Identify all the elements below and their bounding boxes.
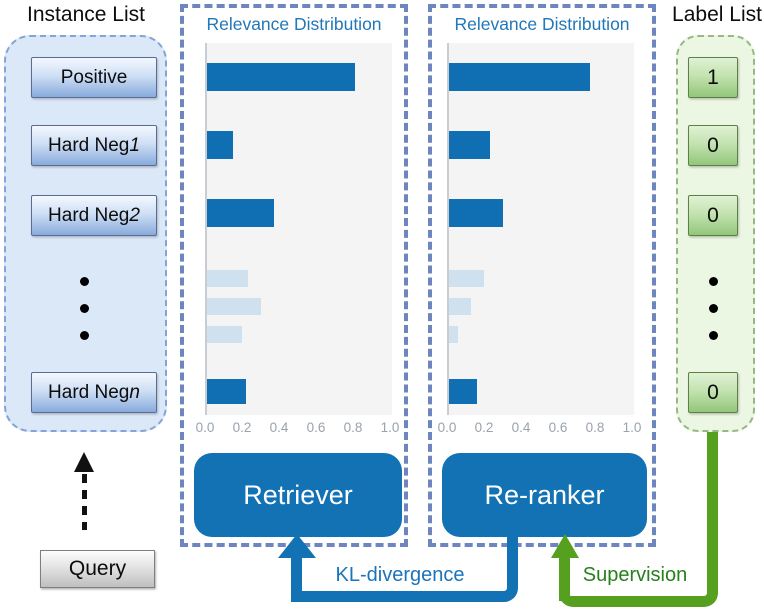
label-value: 0 [707, 133, 719, 157]
label-item-2: 0 [688, 125, 738, 166]
dot-icon [80, 304, 89, 313]
label-item-3: 0 [688, 195, 738, 236]
instance-item-hard-neg-2: Hard Neg 2 [31, 195, 157, 236]
kl-divergence-arrow-shaft [291, 556, 302, 601]
query-arrow-head-icon [74, 452, 94, 472]
retriever-label: Retriever [243, 479, 353, 510]
relevance-bar [207, 63, 355, 91]
instance-item-label: Hard Neg [48, 381, 130, 403]
supervision-path [559, 432, 718, 607]
x-tick-label: 0.8 [343, 420, 363, 435]
relevance-bar [449, 63, 590, 91]
x-tick-label: 1.0 [622, 420, 642, 435]
supervision-arrow-shaft [559, 556, 570, 601]
relevance-bar [449, 298, 471, 315]
instance-item-label: Hard Neg [48, 204, 130, 226]
query-box: Query [40, 550, 155, 588]
instance-item-hard-neg-n: Hard Neg n [31, 372, 157, 413]
label-ellipsis-dots [709, 277, 718, 358]
dot-icon [709, 304, 718, 313]
relevance-bar [449, 270, 484, 287]
relevance-bar [207, 199, 274, 227]
instance-item-suffix: 2 [129, 204, 140, 226]
label-value: 0 [707, 380, 719, 404]
label-item-1: 1 [688, 57, 738, 98]
supervision-arrow-head-icon [551, 534, 579, 558]
reranker-relevance-chart [447, 43, 634, 415]
label-list-title: Label List [672, 3, 762, 26]
x-tick-label: 1.0 [380, 420, 400, 435]
kl-divergence-label: KL-divergence [335, 564, 465, 586]
label-item-n: 0 [688, 372, 738, 413]
retriever-chart-x-axis: 0.0 0.2 0.4 0.6 0.8 1.0 [196, 420, 400, 436]
dot-icon [709, 277, 718, 286]
supervision-label: Supervision [582, 564, 688, 586]
dot-icon [80, 331, 89, 340]
x-tick-label: 0.6 [306, 420, 326, 435]
reranker-label: Re-ranker [484, 479, 605, 510]
kl-divergence-path [291, 537, 518, 602]
relevance-bar [449, 199, 503, 227]
instance-item-label: Positive [60, 66, 128, 88]
relevance-bar [207, 379, 246, 404]
instance-item-suffix: n [129, 381, 140, 403]
relevance-bar [207, 326, 242, 343]
instance-item-suffix: 1 [129, 134, 140, 156]
instance-ellipsis-dots [80, 277, 89, 358]
dot-icon [80, 277, 89, 286]
instance-item-hard-neg-1: Hard Neg 1 [31, 125, 157, 166]
x-tick-label: 0.2 [232, 420, 252, 435]
label-value: 1 [707, 65, 719, 89]
reranker-panel [428, 4, 656, 547]
query-label: Query [68, 557, 127, 580]
x-tick-label: 0.4 [511, 420, 531, 435]
retriever-box: Retriever [194, 453, 402, 537]
kl-divergence-arrow-head-icon [278, 534, 316, 558]
instance-list-title: Instance List [27, 3, 145, 26]
query-arrow-shaft [82, 474, 87, 530]
relevance-bar [207, 131, 233, 159]
x-tick-label: 0.0 [195, 420, 215, 435]
reranker-chart-x-axis: 0.0 0.2 0.4 0.6 0.8 1.0 [438, 420, 642, 436]
x-tick-label: 0.4 [269, 420, 289, 435]
instance-item-positive: Positive [31, 57, 157, 98]
relevance-bar [207, 270, 248, 287]
x-tick-label: 0.8 [585, 420, 605, 435]
reranker-box: Re-ranker [442, 453, 647, 537]
relevance-bar [207, 298, 261, 315]
relevance-bar [449, 379, 477, 404]
x-tick-label: 0.0 [437, 420, 457, 435]
relevance-bar [449, 326, 458, 343]
retriever-relevance-chart [205, 43, 392, 415]
label-value: 0 [707, 203, 719, 227]
relevance-bar [449, 131, 490, 159]
x-tick-label: 0.2 [474, 420, 494, 435]
instance-item-label: Hard Neg [48, 134, 130, 156]
reranker-chart-title: Relevance Distribution [454, 14, 630, 34]
retriever-chart-title: Relevance Distribution [206, 14, 382, 34]
x-tick-label: 0.6 [548, 420, 568, 435]
dot-icon [709, 331, 718, 340]
